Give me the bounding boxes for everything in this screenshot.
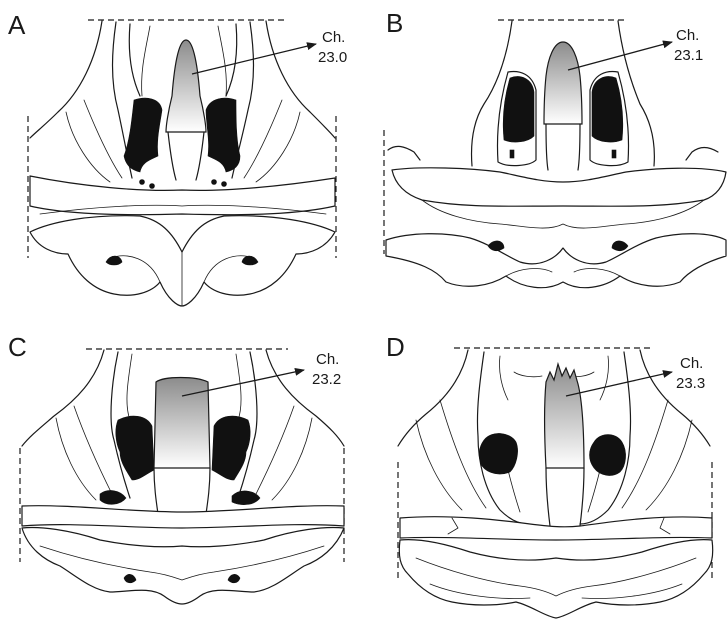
panel-b-basicranium bbox=[386, 234, 726, 288]
panel-c-character-region bbox=[154, 378, 210, 469]
panel-c-basicranium bbox=[22, 528, 344, 605]
panel-a: A bbox=[8, 10, 347, 306]
panel-d-palatal-bar bbox=[400, 517, 712, 540]
panel-d-arrow bbox=[566, 372, 672, 396]
panel-d-letter: D bbox=[386, 332, 405, 362]
panel-d-basicranium bbox=[399, 540, 712, 618]
panel-b-character-region bbox=[544, 42, 582, 124]
panel-a-right-foramen bbox=[206, 98, 240, 172]
panel-c-palatal-bar bbox=[22, 506, 344, 528]
panel-a-palatal-bar bbox=[30, 176, 335, 215]
panel-b-vomer-sides bbox=[546, 124, 580, 170]
panel-c-vomer-sides bbox=[154, 468, 210, 514]
panel-b-letter: B bbox=[386, 8, 403, 38]
panel-a-character-region bbox=[166, 40, 206, 132]
panel-b-label-line2: 23.1 bbox=[674, 47, 703, 64]
panel-c-letter: C bbox=[8, 332, 27, 362]
panel-c-label-line1: Ch. bbox=[316, 351, 339, 368]
panel-a-left-dot bbox=[140, 180, 145, 185]
panel-b-left-foramen bbox=[503, 77, 534, 143]
panel-b-side-processes bbox=[388, 146, 718, 160]
panel-b-arrow bbox=[568, 42, 672, 70]
panel-a-label-line2: 23.0 bbox=[318, 49, 347, 66]
panel-c-right-small-blot bbox=[232, 491, 260, 505]
panel-d-vomer-sides bbox=[546, 468, 584, 526]
panel-b: B Ch. 23.1 bbox=[384, 8, 726, 288]
panel-b-label-line1: Ch. bbox=[676, 27, 699, 44]
panel-c-left-small-blot bbox=[100, 491, 126, 505]
panel-d-left-foramen bbox=[479, 433, 517, 474]
panel-b-right-small-foramen bbox=[612, 241, 628, 251]
panel-b-palatal-bar bbox=[392, 168, 726, 206]
panel-d-label-line1: Ch. bbox=[680, 355, 703, 372]
panel-a-arrow bbox=[192, 44, 316, 74]
panel-b-right-dot bbox=[612, 150, 616, 158]
panel-b-right-foramen bbox=[592, 77, 623, 143]
panel-a-label-line1: Ch. bbox=[322, 29, 345, 46]
panel-a-vomer-sides bbox=[168, 132, 204, 180]
panel-d-right-foramen bbox=[590, 435, 626, 476]
panel-c-right-foramen bbox=[212, 416, 250, 480]
panel-a-right-dot-2 bbox=[222, 182, 227, 187]
panel-c: C Ch. 23.2 bbox=[8, 332, 344, 604]
panel-d: D Ch. 23.3 bbox=[386, 332, 713, 618]
panel-c-label-line2: 23.2 bbox=[312, 371, 341, 388]
panel-a-left-dot-2 bbox=[150, 184, 155, 189]
panel-a-right-dot bbox=[212, 180, 217, 185]
panel-b-left-dot bbox=[510, 150, 514, 158]
panel-a-letter: A bbox=[8, 10, 26, 40]
panel-a-left-foramen bbox=[124, 98, 162, 172]
panel-d-character-region bbox=[545, 364, 585, 468]
panel-a-basicranium bbox=[30, 216, 335, 306]
panel-d-label-line2: 23.3 bbox=[676, 375, 705, 392]
